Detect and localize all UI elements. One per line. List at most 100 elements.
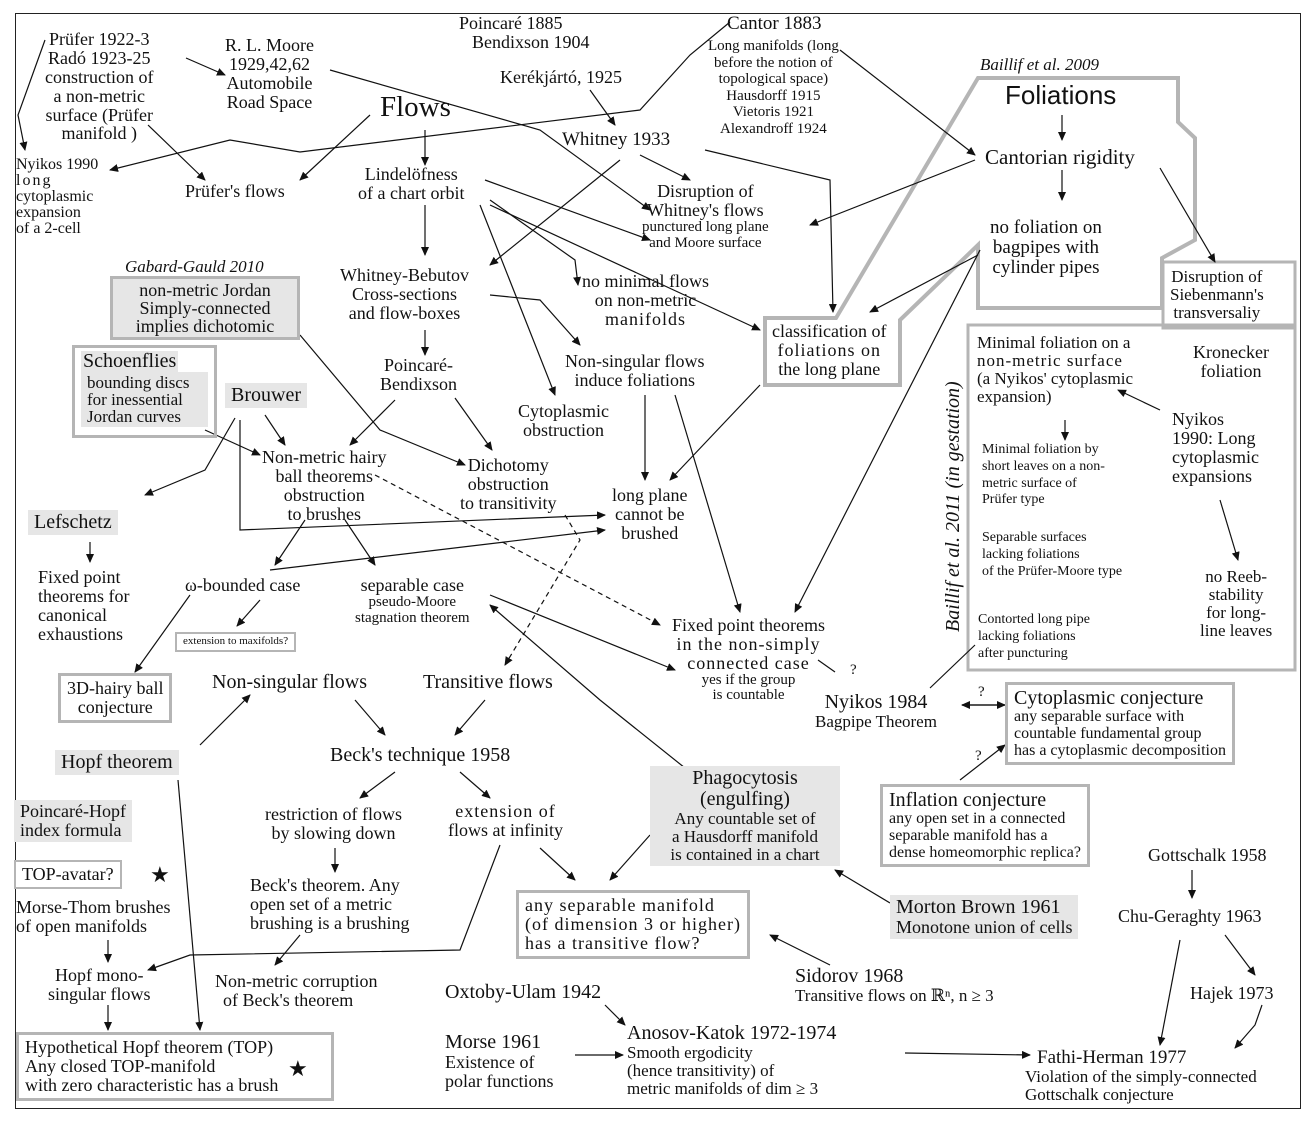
node-restriction: restriction of flows by slowing down [265,805,402,843]
text-line: Hypothetical Hopf theorem (TOP) [25,1037,274,1057]
edge-nyikos-baillif [929,644,976,689]
text-line: long [16,172,53,189]
text-line: ball theorems [275,465,373,486]
node-morse-thom: Morse-Thom brushes of open manifolds [16,898,170,936]
text-line: canonical [38,604,107,625]
edge-hopf-nonsingular [199,694,251,746]
text-line: obstruction [467,473,549,494]
text-line: Alexandroff 1924 [720,120,827,137]
text-line: connected case [687,652,810,673]
node-cantor: Cantor 1883 [727,13,822,34]
node-prufers-flows: Prüfer's flows [185,181,285,201]
edge-lindelof-nominimal [489,199,582,286]
text-line: exhaustions [38,623,123,644]
node-gottschalk: Gottschalk 1958 [1148,845,1267,865]
edge-extension-separable [539,847,576,881]
edge-brouwer-hairy [264,414,286,446]
text-line: induce foliations [574,369,695,390]
node-disruption-whitney: Disruption of Whitney's flows punctured … [642,182,769,251]
text-line: of open manifolds [16,915,147,936]
text-line: R. L. Moore [225,35,314,55]
text-line: pseudo-Moore [368,593,457,610]
node-hypothetical-hopf: Hypothetical Hopf theorem (TOP) Any clos… [16,1032,334,1101]
edge-prufer-pruferflows [147,124,206,181]
text-line: Existence of [445,1052,535,1072]
node-separable-case: separable case pseudo-Moore stagnation t… [355,576,470,626]
text-line: metric surface of [982,475,1077,491]
text-line: flows at infinity [448,819,563,840]
text-line: punctured long plane [642,218,769,235]
text-line: index formula [20,819,122,840]
text-line: Minimal foliation by [982,442,1099,457]
text-line: expansions [1172,465,1252,486]
text-line: Beck's theorem. Any [250,875,400,895]
edge-nonsingular-beck [354,699,386,736]
text-line: no foliation on [990,217,1102,238]
text-line: cytoplasmic [16,188,94,205]
node-no-foliation-bagpipes: no foliation on bagpipes with cylinder p… [990,218,1102,278]
node-fathi-herman: Fathi-Herman 1977 Violation of the simpl… [1025,1048,1257,1104]
text-line: Automobile [226,72,313,93]
node-hopf-theorem: Hopf theorem [55,750,179,775]
text-line: Separable surfaces [982,530,1087,545]
edge-chu-hajek [1224,934,1256,976]
text-line: 3D-hairy ball [67,678,164,698]
text-line: is countable [712,687,785,704]
edge-nonsingularinduce-fixedpoint [674,394,742,613]
node-separable-surfaces: Separable surfaces lacking foliations of… [982,530,1122,580]
text-line: Non-singular flows [565,351,705,371]
node-gabard-gauld: Gabard-Gauld 2010 [125,257,264,276]
text-line: Hopf mono- [55,965,144,985]
node-foliations: Foliations [1005,80,1117,110]
text-line: Poincaré 1885 [459,13,563,33]
node-phagocytosis: Phagocytosis (engulfing) Any countable s… [650,766,840,866]
question-mark: ? [975,748,982,764]
node-kronecker: Kronecker foliation [1193,343,1269,381]
text-line: Dichotomy [467,455,549,475]
text-line: non-metric surface [977,350,1123,370]
edge-whitney-disruption [639,154,691,181]
edge-prufer-moore [185,57,226,76]
text-line: has a cytoplasmic decomposition [1014,741,1226,759]
text-line: of the Prüfer-Moore type [982,563,1123,579]
node-poincare-bendixson: Poincaré- Bendixson [380,356,457,394]
node-hairy-ball-3d: 3D-hairy ball conjecture [58,673,173,723]
edge-lindelof-cytoplasmic [479,204,556,396]
text-line: Cytoplasmic [518,401,609,421]
text-line: lacking foliations [982,546,1080,562]
edge-hajek-fathi [1234,1004,1263,1049]
edge-kerek-whitney [589,89,616,126]
text-line: restriction of flows [265,804,402,824]
text-line: a Hausdorff manifold [671,826,819,846]
node-lindelofness: Lindelöfness of a chart orbit [358,165,464,203]
edge-omega-longplane [269,526,606,571]
node-fixed-point-nonsimply: Fixed point theorems in the non-simply c… [672,616,825,704]
text-line: no minimal flows [582,271,709,291]
node-long-manifolds: Long manifolds (long before the notion o… [708,38,839,137]
text-line: Hausdorff 1915 [726,87,821,104]
text-line: Fixed point theorems [672,615,825,635]
text-line: foliation [1200,360,1262,381]
text-line: expansion) [977,386,1052,406]
text-line: Vietoris 1921 [732,104,814,120]
node-whitney-1933: Whitney 1933 [562,129,671,150]
text-line: Nyikos 1984 [824,691,928,713]
node-becks-technique: Beck's technique 1958 [330,744,511,766]
edge-nyikos-fixedpoint [817,659,836,673]
text-line: Bagpipe Theorem [815,712,937,731]
edge-beck-extension [459,771,491,799]
node-separable-transitive: any separable manifold (of dimension 3 o… [516,890,750,959]
text-line: manifolds [605,308,686,329]
node-contorted: Contorted long pipe lacking foliations a… [978,612,1090,662]
edge-phagocytosis-separable [489,604,686,769]
text-line: extension of [455,801,556,821]
edge-omega-3d [134,594,191,673]
text-line: on non-metric [594,289,697,310]
text-line: no Reeb- [1205,567,1268,586]
text-line: separable case [360,575,464,595]
node-nonmetric-jordan: non-metric Jordan Simply-connected impli… [110,276,300,340]
text-line: polar functions [445,1070,554,1091]
text-line: classification of [772,321,887,341]
text-line: Poincaré- [384,355,453,375]
